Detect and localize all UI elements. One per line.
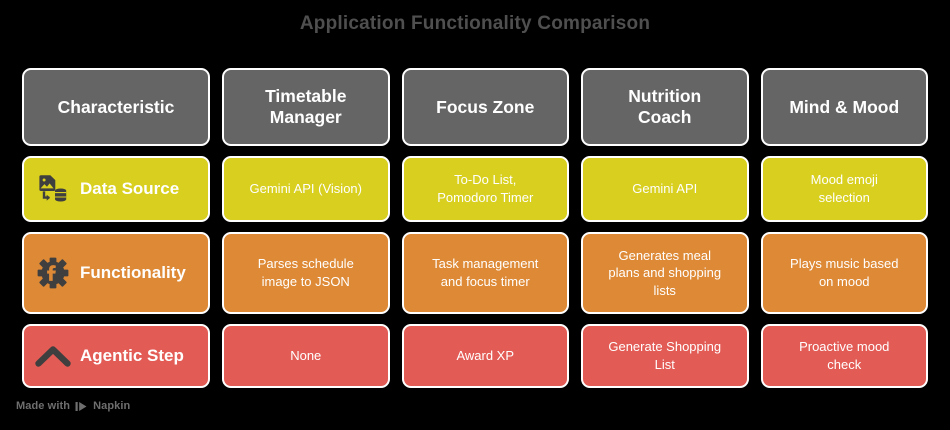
cell-text: Award XP xyxy=(456,348,515,364)
chevron-up-icon xyxy=(34,337,72,375)
header-cell-characteristic: Characteristic xyxy=(22,68,210,146)
header-cell-mind-and-mood: Mind & Mood xyxy=(760,68,928,146)
cell-functionality-mind-and-mood: Plays music based on mood xyxy=(760,232,928,314)
table-row-functionality: Functionality Parses schedule image to J… xyxy=(22,232,928,314)
table-row-agentic-step: Agentic Step None Award XP Generate Shop… xyxy=(22,324,928,388)
header-label: Nutrition Coach xyxy=(628,86,702,127)
cell-text: Generates meal plans and shopping lists xyxy=(608,247,722,298)
cell-text: Gemini API xyxy=(632,181,698,197)
watermark-prefix: Made with xyxy=(16,400,71,412)
header-cell-focus-zone: Focus Zone xyxy=(401,68,569,146)
cell-text: To-Do List, Pomodoro Timer xyxy=(437,172,534,205)
row-label-data-source: Data Source xyxy=(22,156,210,222)
watermark: Made with Napkin xyxy=(16,400,130,412)
cell-functionality-timetable-manager: Parses schedule image to JSON xyxy=(222,232,390,314)
cell-data-source-mind-and-mood: Mood emoji selection xyxy=(760,156,928,222)
header-label: Timetable Manager xyxy=(265,86,347,127)
comparison-table: Characteristic Timetable Manager Focus Z… xyxy=(22,68,928,388)
table-header-row: Characteristic Timetable Manager Focus Z… xyxy=(22,68,928,146)
image-file-to-database-icon xyxy=(34,170,72,208)
row-label-text: Functionality xyxy=(80,263,186,283)
watermark-brand: Napkin xyxy=(93,400,131,412)
table-row-data-source: Data Source Gemini API (Vision) To-Do Li… xyxy=(22,156,928,222)
cell-text: Generate Shopping List xyxy=(608,339,722,372)
cell-data-source-focus-zone: To-Do List, Pomodoro Timer xyxy=(401,156,569,222)
cell-agentic-step-nutrition-coach: Generate Shopping List xyxy=(581,324,749,388)
cell-functionality-nutrition-coach: Generates meal plans and shopping lists xyxy=(581,232,749,314)
cell-agentic-step-mind-and-mood: Proactive mood check xyxy=(760,324,928,388)
page-title: Application Functionality Comparison xyxy=(299,13,651,34)
row-label-text: Data Source xyxy=(80,179,180,199)
cell-text: Proactive mood check xyxy=(799,339,890,372)
gear-f-icon xyxy=(34,254,72,292)
cell-text: Mood emoji selection xyxy=(810,172,878,205)
cell-text: None xyxy=(290,348,322,364)
cell-functionality-focus-zone: Task management and focus timer xyxy=(401,232,569,314)
header-label: Focus Zone xyxy=(436,96,535,117)
cell-agentic-step-timetable-manager: None xyxy=(222,324,390,388)
napkin-logo-icon xyxy=(75,401,88,412)
header-label: Mind & Mood xyxy=(789,96,900,117)
cell-data-source-timetable-manager: Gemini API (Vision) xyxy=(222,156,390,222)
cell-text: Gemini API (Vision) xyxy=(249,181,362,197)
cell-data-source-nutrition-coach: Gemini API xyxy=(581,156,749,222)
row-label-agentic-step: Agentic Step xyxy=(22,324,210,388)
cell-agentic-step-focus-zone: Award XP xyxy=(401,324,569,388)
header-cell-timetable-manager: Timetable Manager xyxy=(222,68,390,146)
row-label-functionality: Functionality xyxy=(22,232,210,314)
header-cell-nutrition-coach: Nutrition Coach xyxy=(581,68,749,146)
row-label-text: Agentic Step xyxy=(80,346,184,366)
cell-text: Task management and focus timer xyxy=(432,256,539,289)
cell-text: Plays music based on mood xyxy=(790,256,899,289)
cell-text: Parses schedule image to JSON xyxy=(257,256,354,289)
header-label: Characteristic xyxy=(57,96,175,117)
